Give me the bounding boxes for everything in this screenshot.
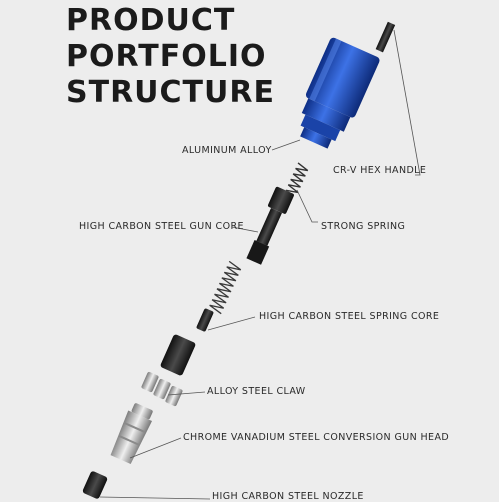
strong-spring xyxy=(285,162,309,194)
hex-bit xyxy=(375,21,396,53)
label-spring-core: HIGH CARBON STEEL SPRING CORE xyxy=(259,311,440,322)
title-line-2: PORTFOLIO xyxy=(66,39,267,74)
blue-handle xyxy=(300,37,380,149)
label-strong-spring: STRONG SPRING xyxy=(321,221,406,232)
label-gun-core: HIGH CARBON STEEL GUN CORE xyxy=(79,221,244,232)
label-nozzle: HIGH CARBON STEEL NOZZLE xyxy=(212,491,364,502)
spring-core xyxy=(196,308,214,332)
title-line-3: STRUCTURE xyxy=(66,75,275,110)
long-spring xyxy=(209,260,242,315)
label-claw: ALLOY STEEL CLAW xyxy=(207,386,306,397)
gun-head xyxy=(110,403,153,465)
title-line-1: PRODUCT xyxy=(66,3,236,38)
leader-lines xyxy=(99,29,421,500)
sleeve xyxy=(160,334,196,376)
label-gun-head: CHROME VANADIUM STEEL CONVERSION GUN HEA… xyxy=(183,432,450,443)
nozzle xyxy=(82,471,108,499)
label-aluminum-alloy: ALUMINUM ALLOY xyxy=(182,145,272,156)
gun-core xyxy=(246,186,294,265)
label-hex-handle: CR-V HEX HANDLE xyxy=(333,165,427,176)
claw-jaws xyxy=(141,371,183,407)
